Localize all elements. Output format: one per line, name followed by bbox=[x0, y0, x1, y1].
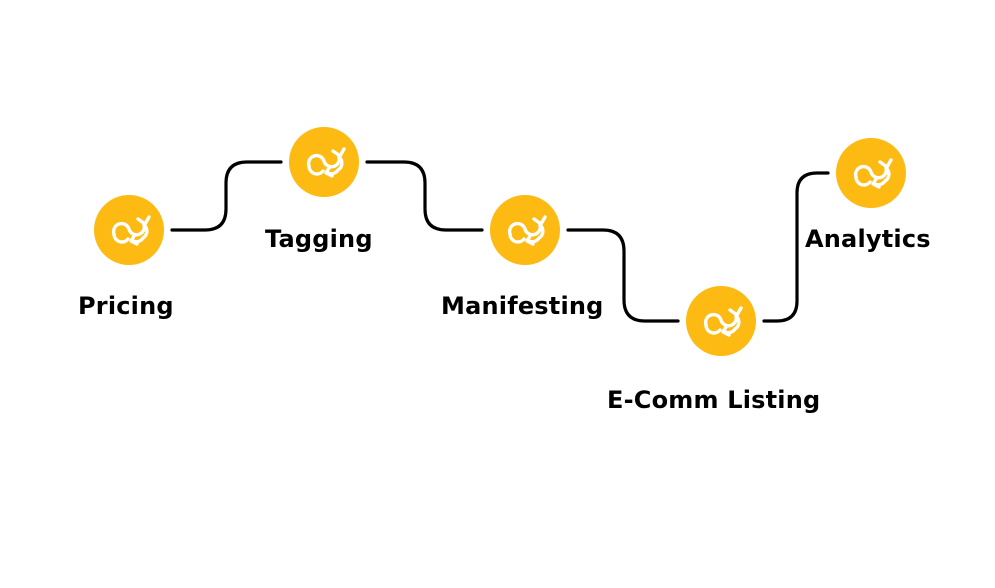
step-node-analytics bbox=[836, 138, 906, 208]
connector-line-1 bbox=[170, 160, 283, 232]
step-node-pricing bbox=[94, 195, 164, 265]
step-label-pricing: Pricing bbox=[78, 292, 174, 320]
connector-line-2 bbox=[365, 160, 484, 232]
step-label-analytics: Analytics bbox=[805, 225, 931, 253]
step-node-e-comm-listing bbox=[686, 286, 756, 356]
cycle-arrows-icon bbox=[306, 147, 346, 178]
step-label-manifesting: Manifesting bbox=[441, 292, 604, 320]
cycle-arrows-icon bbox=[703, 306, 743, 337]
connector-line-4 bbox=[762, 171, 830, 323]
step-label-tagging: Tagging bbox=[265, 225, 373, 253]
connectors bbox=[170, 160, 830, 323]
step-node-manifesting bbox=[490, 195, 560, 265]
step-node-tagging bbox=[289, 127, 359, 197]
connector-line-3 bbox=[566, 228, 680, 323]
step-label-e-comm-listing: E-Comm Listing bbox=[607, 386, 821, 414]
cycle-arrows-icon bbox=[853, 158, 893, 189]
cycle-arrows-icon bbox=[111, 215, 151, 246]
cycle-arrows-icon bbox=[507, 215, 547, 246]
step-nodes bbox=[94, 127, 906, 356]
